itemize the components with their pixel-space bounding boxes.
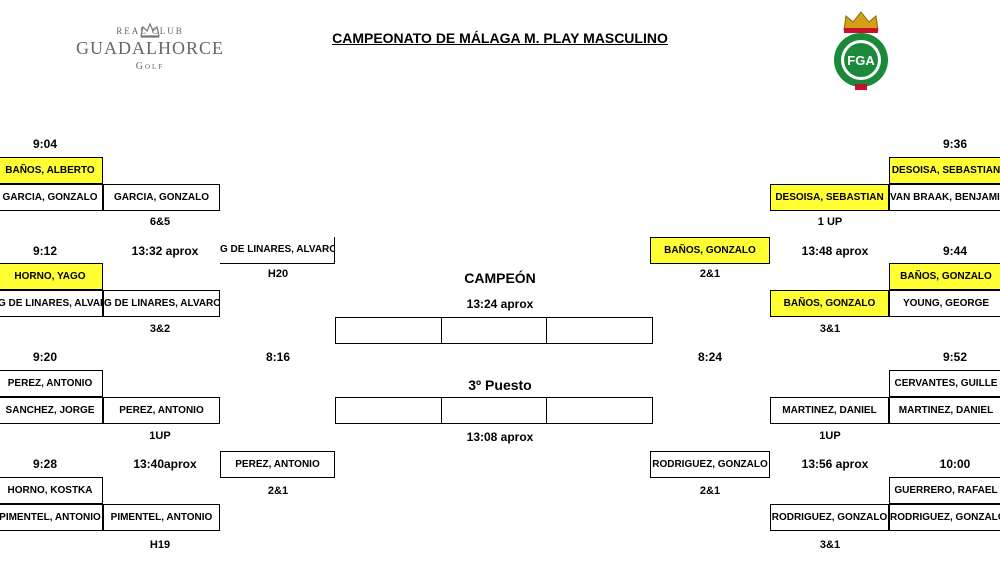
club-logo-top: REAL CLUB xyxy=(116,26,184,36)
winner-box: PIMENTEL, ANTONIO xyxy=(103,504,220,531)
player-box: RODRIGUEZ, GONZALO xyxy=(889,504,1000,531)
match-result: 1UP xyxy=(819,430,841,442)
winner-box: DESOISA, SEBASTIAN xyxy=(770,184,889,211)
player-box: HORNO, KOSTKA xyxy=(0,477,103,504)
player-box: DESOISA, SEBASTIAN xyxy=(889,157,1000,184)
tee-time: 9:20 xyxy=(32,350,58,364)
player-box: YOUNG, GEORGE xyxy=(889,290,1000,317)
result-cell xyxy=(336,318,441,343)
semi-winner-box: BAÑOS, GONZALO xyxy=(650,237,770,264)
result-cell xyxy=(336,398,441,423)
tee-time: 9:52 xyxy=(942,350,968,364)
club-logo: REAL CLUB GUADALHORCE Golf xyxy=(70,22,230,86)
crown-icon xyxy=(140,22,160,38)
semi-result: H20 xyxy=(267,268,289,280)
tee-time: 10:00 xyxy=(939,457,971,471)
third-place-time: 13:08 aprox xyxy=(466,430,534,444)
player-box: GUERRERO, RAFAEL xyxy=(889,477,1000,504)
match-result: 3&2 xyxy=(149,323,171,335)
tee-time: 9:44 xyxy=(942,244,968,258)
semi-result: 2&1 xyxy=(699,485,721,497)
player-box: GARCIA, GONZALO xyxy=(0,184,103,211)
semi-result: 2&1 xyxy=(699,268,721,280)
final-time: 8:24 xyxy=(697,350,723,364)
champion-time: 13:24 aprox xyxy=(466,297,534,311)
player-box: PEREZ, ANTONIO xyxy=(0,370,103,397)
match-result: 3&1 xyxy=(819,539,841,551)
final-time: 8:16 xyxy=(265,350,291,364)
champion-label: CAMPEÓN xyxy=(464,270,536,286)
page-title: CAMPEONATO DE MÁLAGA M. PLAY MASCULINO xyxy=(332,30,668,46)
champion-result-row xyxy=(335,317,653,344)
player-box: BAÑOS, GONZALO xyxy=(889,263,1000,290)
third-place-result-row xyxy=(335,397,653,424)
result-cell xyxy=(546,398,652,423)
semi-result: 2&1 xyxy=(267,485,289,497)
semi-time: 13:40aprox xyxy=(133,457,197,471)
federation-logo: FGA xyxy=(834,11,888,90)
federation-logo-text: FGA xyxy=(847,53,875,68)
semi-winner-box: G DE LINARES, ALVARO xyxy=(220,237,335,264)
player-box: VAN BRAAK, BENJAMIN xyxy=(889,184,1000,211)
result-cell xyxy=(440,398,547,423)
semi-winner-box: RODRIGUEZ, GONZALO xyxy=(650,451,770,478)
club-logo-name: GUADALHORCE xyxy=(76,38,224,58)
player-box: MARTINEZ, DANIEL xyxy=(889,397,1000,424)
player-box: G DE LINARES, ALVARO xyxy=(0,290,103,317)
player-box: CERVANTES, GUILLE xyxy=(889,370,1000,397)
match-result: 6&5 xyxy=(149,216,171,228)
third-place-label: 3º Puesto xyxy=(468,377,532,393)
tee-time: 9:36 xyxy=(942,137,968,151)
player-box: SANCHEZ, JORGE xyxy=(0,397,103,424)
winner-box: BAÑOS, GONZALO xyxy=(770,290,889,317)
tee-time: 9:12 xyxy=(32,244,58,258)
player-box: HORNO, YAGO xyxy=(0,263,103,290)
semi-time: 13:56 aprox xyxy=(801,457,869,471)
result-cell xyxy=(440,318,547,343)
club-logo-sub: Golf xyxy=(135,61,165,72)
tee-time: 9:04 xyxy=(32,137,58,151)
winner-box: PEREZ, ANTONIO xyxy=(103,397,220,424)
match-result: H19 xyxy=(149,539,171,551)
winner-box: GARCIA, GONZALO xyxy=(103,184,220,211)
semi-winner-box: PEREZ, ANTONIO xyxy=(220,451,335,478)
winner-box: G DE LINARES, ALVARO xyxy=(103,290,220,317)
semi-time: 13:48 aprox xyxy=(801,244,869,258)
match-result: 3&1 xyxy=(819,323,841,335)
player-box: PIMENTEL, ANTONIO xyxy=(0,504,103,531)
winner-box: MARTINEZ, DANIEL xyxy=(770,397,889,424)
match-result: 1UP xyxy=(149,430,171,442)
tee-time: 9:28 xyxy=(32,457,58,471)
match-result: 1 UP xyxy=(817,216,843,228)
winner-box: RODRIGUEZ, GONZALO xyxy=(770,504,889,531)
result-cell xyxy=(546,318,652,343)
semi-time: 13:32 aprox xyxy=(131,244,199,258)
player-box: BAÑOS, ALBERTO xyxy=(0,157,103,184)
